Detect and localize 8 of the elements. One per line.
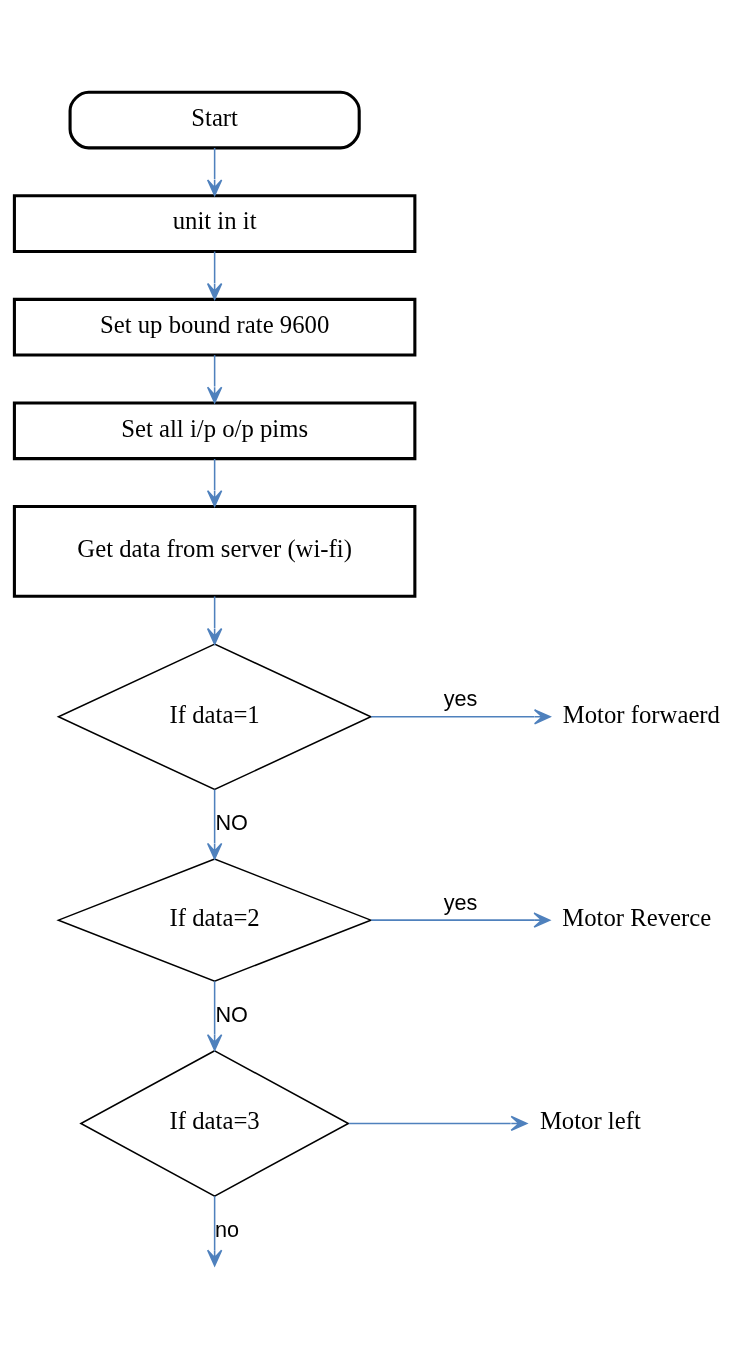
edge-label: yes	[443, 686, 478, 712]
edge-label: yes	[443, 889, 478, 915]
edge-label: no	[214, 1216, 240, 1242]
node-text: Motor Reverce	[562, 904, 712, 932]
edge-label: NO	[215, 1001, 248, 1027]
node-text: Motor left	[539, 1107, 641, 1135]
edge-label: NO	[215, 810, 248, 835]
node-text: Motor forwaerd	[562, 700, 720, 728]
